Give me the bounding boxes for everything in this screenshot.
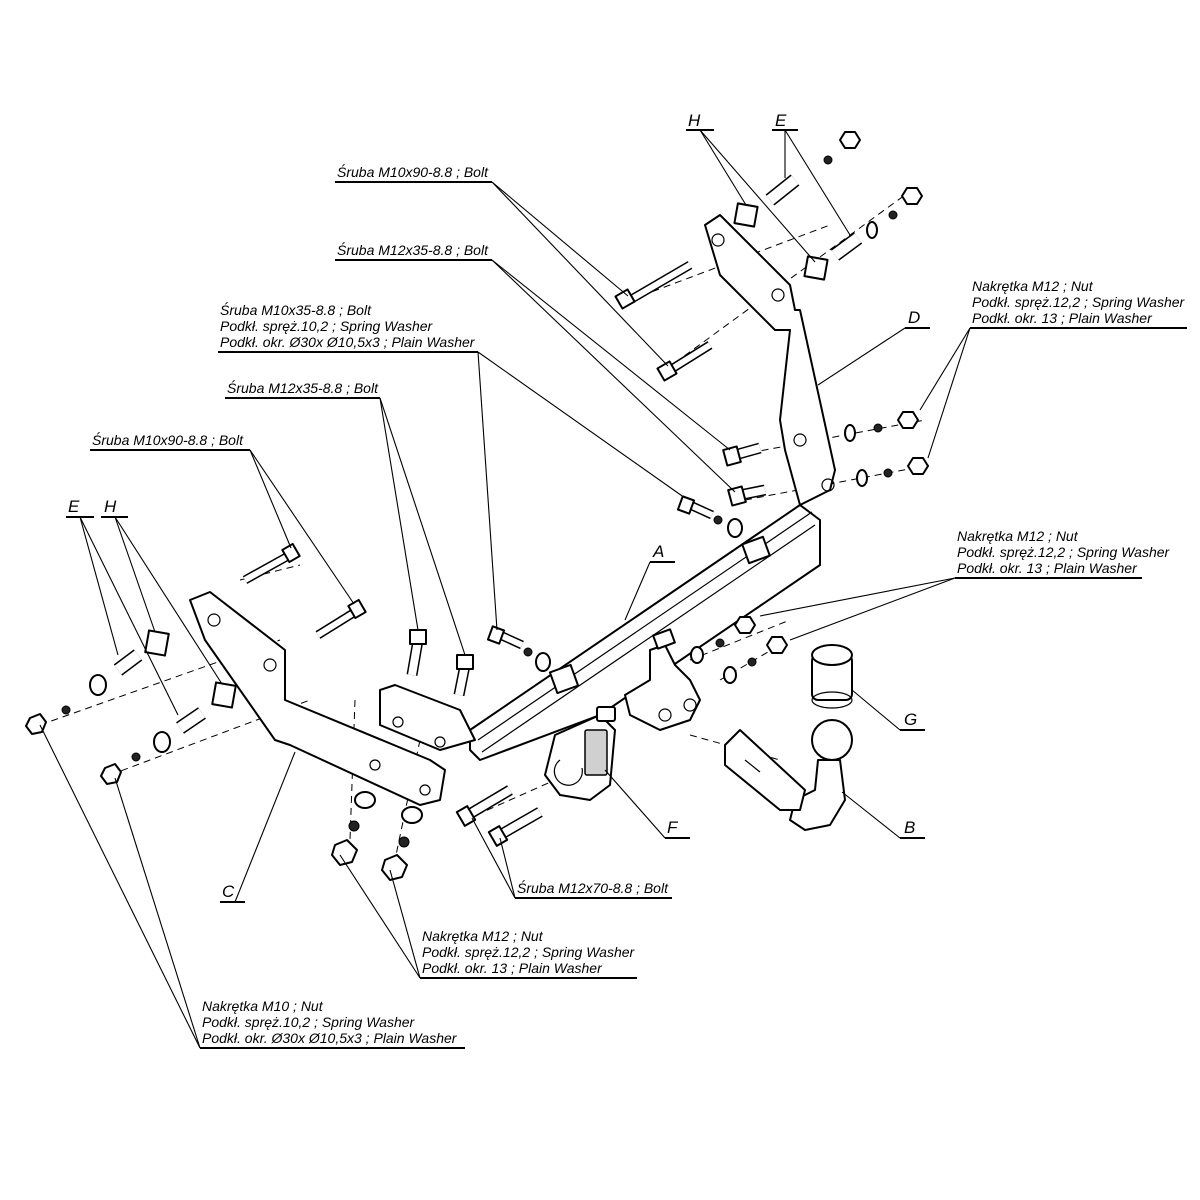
- callout-underlines: [66, 129, 1187, 1049]
- callout-bolt-m10x35-line3: Podkł. okr. Ø30x Ø10,5x3 ; Plain Washer: [220, 334, 476, 350]
- bolt-m12x70-upper: [455, 785, 513, 827]
- label-d: D: [908, 308, 920, 327]
- spacers-e-left: [113, 649, 206, 734]
- callout-bolt-m12x70: Śruba M12x70-8.8 ; Bolt: [517, 879, 669, 896]
- label-g: G: [904, 710, 917, 729]
- callout-nut-m10-bottom-line3: Podkł. okr. Ø30x Ø10,5x3 ; Plain Washer: [202, 1030, 458, 1046]
- bolt-m10x90-left-lower: [315, 598, 367, 639]
- callout-nut-m12-bottom-line2: Podkł. spręż.12,2 ; Spring Washer: [422, 944, 636, 960]
- bolt-m12x70-lower: [487, 807, 543, 847]
- callout-nut-m10-bottom-line1: Nakrętka M10 ; Nut: [202, 998, 324, 1014]
- callout-nut-m12-bottom-line3: Podkł. okr. 13 ; Plain Washer: [422, 960, 603, 976]
- spacers-e-top: [765, 174, 863, 261]
- nuts-left-bracket-bottom: [331, 791, 423, 881]
- bolt-m12x35-upper: [722, 442, 762, 467]
- bolt-m10x90-left-upper: [242, 542, 301, 584]
- nuts-d-bracket: [844, 411, 929, 487]
- label-c: C: [222, 882, 235, 901]
- callout-bolt-m12x35-top: Śruba M12x35-8.8 ; Bolt: [337, 241, 489, 258]
- callout-nut-m12-right-top-line1: Nakrętka M12 ; Nut: [972, 278, 1094, 294]
- bolt-m10x35-upper: [676, 495, 743, 538]
- callout-bolt-m10x35-line1: Śruba M10x35-8.8 ; Bolt: [220, 301, 372, 318]
- label-h-left: H: [104, 497, 117, 516]
- part-b-ball-neck: [724, 719, 853, 831]
- callout-bolt-m12x35-mid: Śruba M12x35-8.8 ; Bolt: [227, 379, 379, 396]
- callout-bolt-m10x90-top: Śruba M10x90-8.8 ; Bolt: [337, 163, 489, 180]
- part-c-left-bracket: [144, 591, 476, 806]
- part-d-right-bracket: [704, 202, 836, 506]
- ball-mount-plates: [624, 628, 701, 731]
- nuts-ball-mount: [690, 616, 788, 684]
- part-g-ball-cap: [811, 644, 853, 709]
- callout-nut-m10-bottom-line2: Podkł. spręż.10,2 ; Spring Washer: [202, 1014, 416, 1030]
- part-f-socket-plate: [544, 706, 616, 801]
- label-e-top: E: [775, 111, 787, 130]
- callout-bolt-m10x35-line2: Podkł. spręż.10,2 ; Spring Washer: [220, 318, 434, 334]
- callout-nut-m12-bottom-line1: Nakrętka M12 ; Nut: [422, 928, 544, 944]
- bolt-m10x90-top-upper: [614, 261, 693, 310]
- callout-nut-m12-right-mid-line2: Podkł. spręż.12,2 ; Spring Washer: [957, 544, 1171, 560]
- callout-texts: Śruba M10x90-8.8 ; Bolt Śruba M12x35-8.8…: [92, 163, 1186, 1046]
- label-h-top: H: [688, 111, 701, 130]
- callout-nut-m12-right-mid-line1: Nakrętka M12 ; Nut: [957, 528, 1079, 544]
- bolt-m10x90-top-lower: [656, 341, 713, 382]
- callout-bolt-m10x90-left: Śruba M10x90-8.8 ; Bolt: [92, 431, 244, 448]
- callout-nut-m12-right-top-line3: Podkł. okr. 13 ; Plain Washer: [972, 310, 1153, 326]
- bolt-m12x35-left-b: [453, 654, 474, 697]
- callout-nut-m12-right-top-line2: Podkł. spręż.12,2 ; Spring Washer: [972, 294, 1186, 310]
- bolt-m12x35-left-a: [406, 629, 427, 676]
- nuts-left-end: [25, 674, 171, 785]
- nuts-top-right: [823, 131, 923, 239]
- label-f: F: [667, 818, 679, 837]
- bolt-m10x35-lower: [486, 625, 551, 672]
- label-b: B: [904, 818, 915, 837]
- part-a-crossbar: [469, 504, 821, 761]
- label-a: A: [652, 542, 664, 561]
- part-letter-labels: H E D A E H G B F C: [68, 111, 920, 901]
- bolt-m12x35-lower: [727, 484, 767, 507]
- label-e-left: E: [68, 497, 80, 516]
- leader-lines: [39, 129, 971, 1049]
- callout-nut-m12-right-mid-line3: Podkł. okr. 13 ; Plain Washer: [957, 560, 1138, 576]
